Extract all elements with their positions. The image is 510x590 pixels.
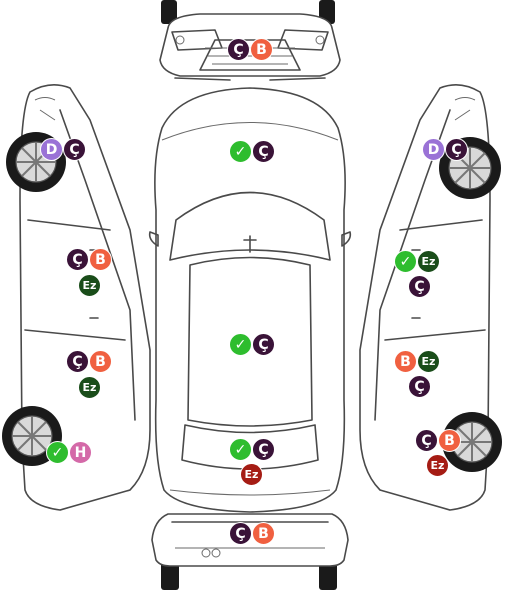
- replaced-badge[interactable]: Ç: [252, 333, 275, 356]
- trunk-badges: ✓ Ç: [229, 438, 275, 461]
- replaced-badge[interactable]: Ç: [252, 438, 275, 461]
- repaint-badge[interactable]: B: [438, 429, 461, 452]
- replaced-badge[interactable]: Ç: [227, 38, 250, 61]
- right-rear-door-badges-row2: Ç: [408, 375, 431, 398]
- left-rear-fender-badges: ✓ H: [46, 441, 92, 464]
- left-front-fender-badges: D Ç: [40, 138, 86, 161]
- rear-bumper-badges: Ç B: [229, 522, 275, 545]
- trunk-badges-row2: Ez: [240, 463, 263, 486]
- original-badge[interactable]: ✓: [394, 250, 417, 273]
- rear-view: [151, 513, 349, 590]
- replaced-badge[interactable]: Ç: [408, 375, 431, 398]
- original-badge[interactable]: ✓: [229, 140, 252, 163]
- repaint-badge[interactable]: B: [89, 248, 112, 271]
- repaint-badge[interactable]: B: [250, 38, 273, 61]
- changed-badge[interactable]: Ez: [240, 463, 263, 486]
- right-front-fender-badges: D Ç: [422, 138, 468, 161]
- damaged-badge[interactable]: H: [69, 441, 92, 464]
- right-front-door-badges: ✓ Ez: [394, 250, 440, 273]
- right-rear-door-badges: B Ez: [394, 350, 440, 373]
- changed-badge[interactable]: Ez: [426, 454, 449, 477]
- left-side-view: [2, 84, 151, 511]
- changed-badge[interactable]: Ez: [78, 376, 101, 399]
- left-front-door-badges: Ç B: [66, 248, 112, 271]
- replaced-badge[interactable]: Ç: [415, 429, 438, 452]
- replaced-badge[interactable]: Ç: [66, 350, 89, 373]
- replaced-badge[interactable]: Ç: [408, 275, 431, 298]
- right-rear-fender-badges: Ç B: [415, 429, 461, 452]
- left-rear-door-badges: Ç B: [66, 350, 112, 373]
- right-front-door-badges-row2: Ç: [408, 275, 431, 298]
- left-rear-door-badges-row2: Ez: [78, 376, 101, 399]
- replaced-badge[interactable]: Ç: [66, 248, 89, 271]
- original-badge[interactable]: ✓: [229, 333, 252, 356]
- replaced-badge[interactable]: Ç: [63, 138, 86, 161]
- right-rear-fender-badges-row2: Ez: [426, 454, 449, 477]
- original-badge[interactable]: ✓: [46, 441, 69, 464]
- changed-badge[interactable]: Ez: [417, 250, 440, 273]
- original-badge[interactable]: ✓: [229, 438, 252, 461]
- repaint-badge[interactable]: B: [252, 522, 275, 545]
- hood-badges: ✓ Ç: [229, 140, 275, 163]
- top-view: [148, 87, 352, 513]
- roof-badges: ✓ Ç: [229, 333, 275, 356]
- changed-badge[interactable]: Ez: [78, 274, 101, 297]
- replaced-badge[interactable]: Ç: [445, 138, 468, 161]
- left-front-door-badges-row2: Ez: [78, 274, 101, 297]
- changed-badge[interactable]: Ez: [417, 350, 440, 373]
- replaced-badge[interactable]: Ç: [229, 522, 252, 545]
- repaint-badge[interactable]: B: [89, 350, 112, 373]
- dented-badge[interactable]: D: [422, 138, 445, 161]
- repaint-badge[interactable]: B: [394, 350, 417, 373]
- right-side-view: [359, 84, 502, 511]
- dented-badge[interactable]: D: [40, 138, 63, 161]
- replaced-badge[interactable]: Ç: [252, 140, 275, 163]
- front-bumper-badges: Ç B: [227, 38, 273, 61]
